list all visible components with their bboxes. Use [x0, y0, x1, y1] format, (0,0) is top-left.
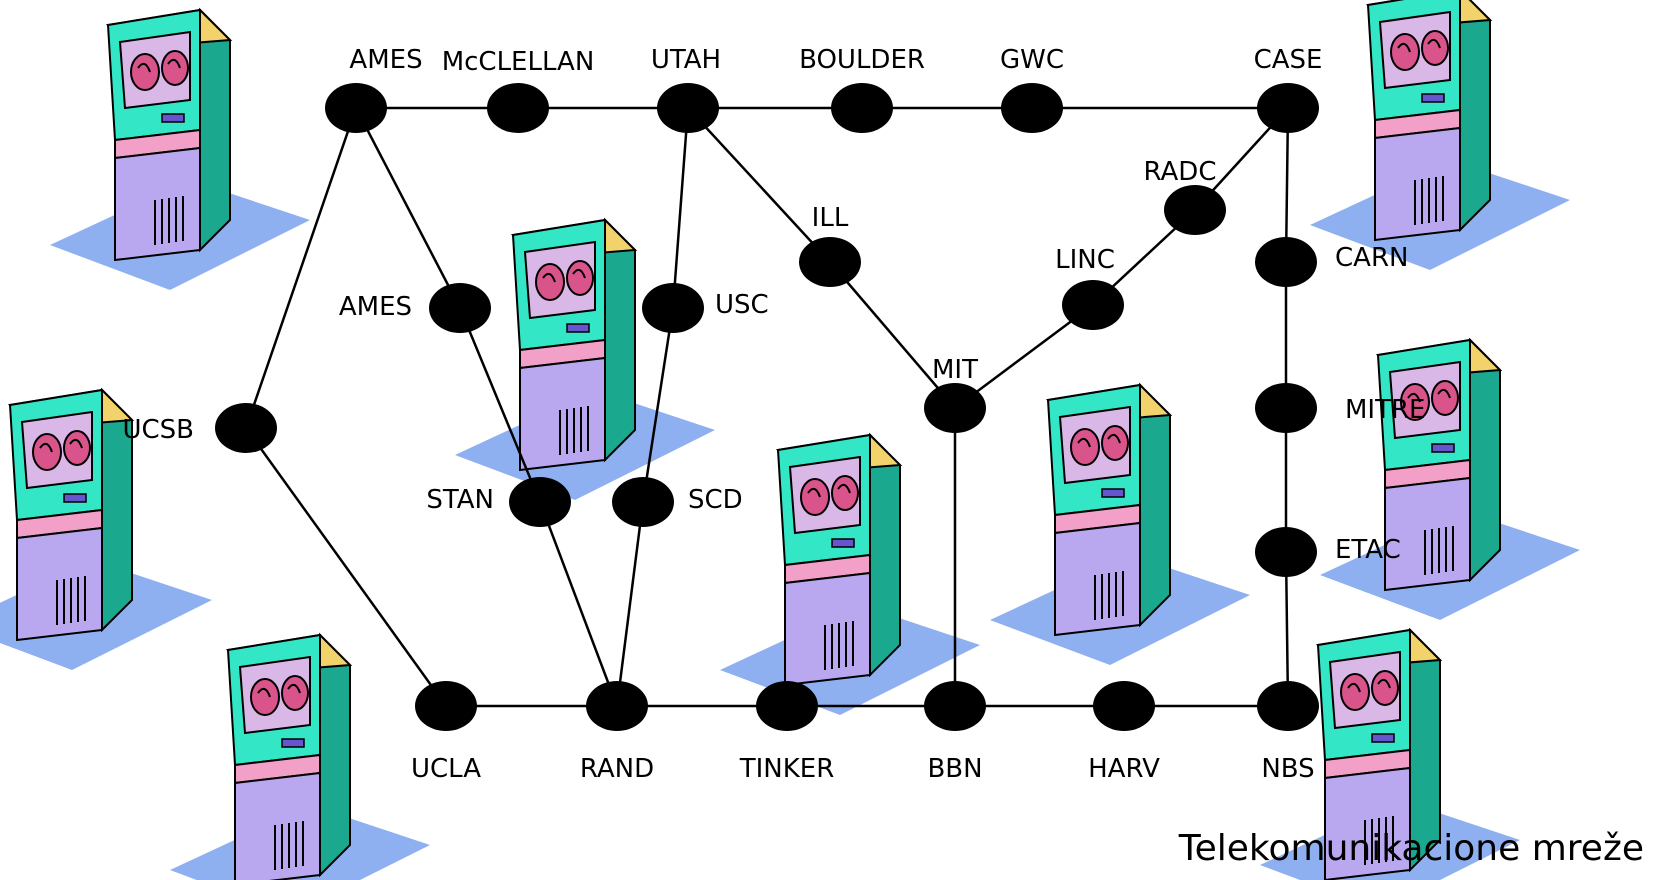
computer-icon [169, 634, 431, 880]
node-label-case: CASE [1254, 45, 1323, 75]
node-nbs [1257, 681, 1319, 731]
node-linc [1062, 280, 1124, 330]
node-label-stan: STAN [426, 485, 494, 515]
node-label-harv: HARV [1088, 754, 1160, 784]
node-usc [642, 283, 704, 333]
node-label-usc: USC [715, 290, 769, 320]
node-ucla [415, 681, 477, 731]
link-utah-ill [687, 107, 831, 263]
link-case-carn [1284, 107, 1290, 263]
node-radc [1164, 185, 1226, 235]
computer-icon [1309, 0, 1571, 271]
node-ames1 [325, 83, 387, 133]
node-case [1257, 83, 1319, 133]
node-mit [924, 383, 986, 433]
node-label-mcc: McCLELLAN [442, 47, 595, 77]
link-ames1-ucsb [244, 107, 358, 429]
node-label-ill: ILL [812, 203, 849, 233]
link-ames1-ames2 [354, 107, 462, 309]
network-nodes [215, 83, 1319, 731]
node-label-gwc: GWC [1000, 45, 1064, 75]
link-utah-usc [671, 107, 690, 309]
computer-icon [49, 9, 311, 291]
node-label-rand: RAND [580, 754, 654, 784]
computer-icon [1319, 339, 1581, 621]
node-mitre [1255, 383, 1317, 433]
link-stan-rand [538, 501, 619, 707]
link-ames2-stan [458, 307, 542, 503]
node-label-tinker: TINKER [739, 754, 835, 784]
computer-icon [719, 434, 981, 716]
link-ucsb-ucla [244, 427, 448, 707]
node-boulder [831, 83, 893, 133]
node-label-bbn: BBN [927, 754, 982, 784]
node-label-linc: LINC [1055, 245, 1115, 275]
node-label-scd: SCD [688, 485, 743, 515]
node-carn [1255, 237, 1317, 287]
node-label-ames2: AMES [339, 292, 412, 322]
node-scd [612, 477, 674, 527]
computer-icon [989, 384, 1251, 666]
node-label-nbs: NBS [1261, 754, 1314, 784]
link-etac-nbs [1284, 551, 1290, 707]
node-label-etac: ETAC [1335, 535, 1401, 565]
node-label-mitre: MITRE [1345, 395, 1425, 425]
node-stan [509, 477, 571, 527]
link-scd-rand [615, 501, 645, 707]
node-etac [1255, 527, 1317, 577]
node-label-boulder: BOULDER [799, 45, 925, 75]
node-harv [1093, 681, 1155, 731]
node-label-ames1: AMES [349, 45, 422, 75]
node-label-mit: MIT [932, 355, 978, 385]
node-ucsb [215, 403, 277, 453]
node-mcc [487, 83, 549, 133]
link-mit-linc [954, 303, 1094, 410]
node-ill [799, 237, 861, 287]
node-label-ucla: UCLA [411, 754, 481, 784]
node-labels: AMES McCLELLAN UTAH BOULDER GWC CASE RADC ILL LI… [122, 45, 1425, 784]
node-utah [657, 83, 719, 133]
link-usc-scd [641, 307, 675, 503]
node-label-ucsb: UCSB [122, 415, 194, 445]
caption: Telekomunikacione mreže [1178, 828, 1644, 869]
link-ill-mit [829, 261, 956, 409]
node-bbn [924, 681, 986, 731]
node-ames2 [429, 283, 491, 333]
node-rand [586, 681, 648, 731]
node-label-carn: CARN [1335, 243, 1408, 273]
node-tinker [756, 681, 818, 731]
network-links [244, 106, 1290, 708]
node-label-utah: UTAH [651, 45, 721, 75]
node-label-radc: RADC [1144, 157, 1217, 187]
node-gwc [1001, 83, 1063, 133]
